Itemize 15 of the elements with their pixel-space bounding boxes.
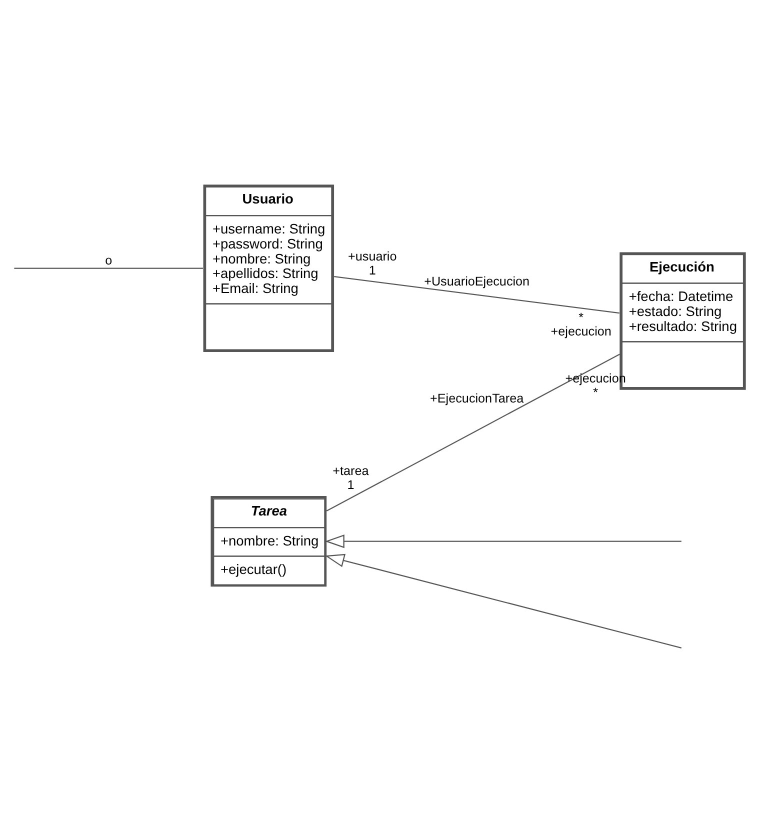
edge-label: o (105, 253, 112, 268)
label: +usuario (348, 249, 397, 264)
label: +ejecucion (550, 324, 612, 338)
label: 1 (368, 262, 376, 277)
label: 1 (347, 477, 354, 492)
connector (334, 276, 620, 314)
label: +tarea (332, 464, 369, 478)
arrow (324, 534, 682, 548)
edge-label: +EjecucionTarea (430, 390, 524, 405)
connector (326, 353, 620, 511)
edge-label: +UsuarioEjecucion (424, 274, 530, 288)
connector (14, 267, 203, 268)
arrow (324, 553, 682, 648)
label: * (593, 384, 598, 399)
label: * (578, 310, 584, 324)
